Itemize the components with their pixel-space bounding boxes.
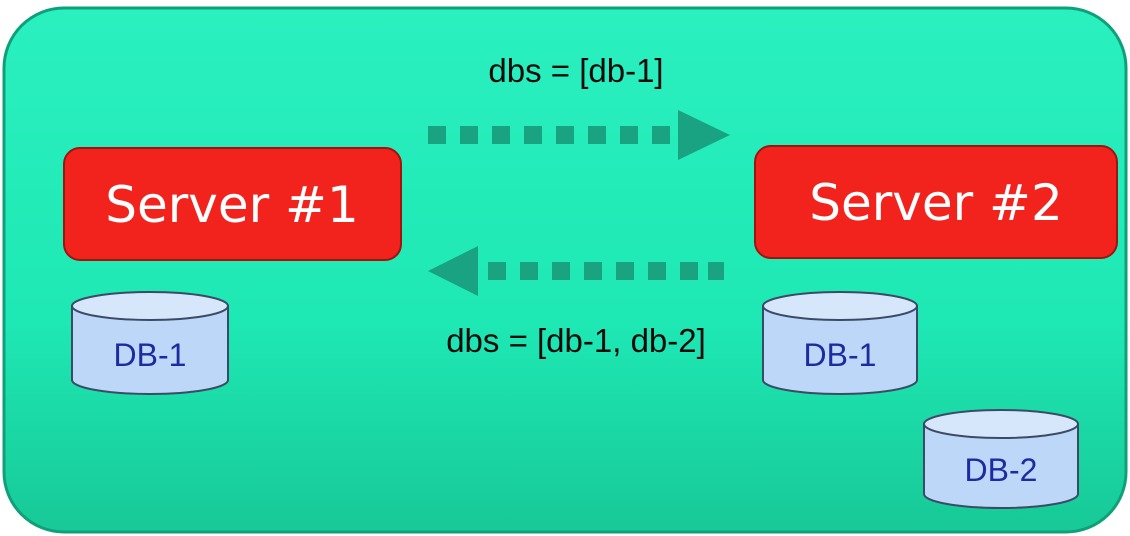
server-2-db-2: DB-2: [923, 409, 1079, 509]
message-to-server-1: dbs = [db-1, db-2]: [446, 322, 706, 359]
message-to-server-2: dbs = [db-1]: [488, 52, 663, 89]
server-1-db-1: DB-1: [71, 291, 229, 395]
database-cylinder-icon: [762, 291, 918, 395]
db-label: DB-1: [114, 337, 187, 373]
database-cylinder-icon: [923, 409, 1079, 509]
server-2-db-1: DB-1: [762, 291, 918, 395]
server-1-label: Server #1: [105, 176, 359, 234]
dotted-right-arrow-icon: [428, 110, 730, 160]
server-2-label: Server #2: [809, 174, 1063, 232]
db-label: DB-2: [965, 452, 1038, 488]
dotted-left-arrow-icon: [428, 246, 724, 296]
server-2: Server #2: [754, 145, 1118, 259]
db-label: DB-1: [804, 337, 877, 373]
server-1-box: [63, 147, 402, 261]
server-2-box: [754, 145, 1118, 259]
server-1: Server #1: [63, 147, 402, 261]
database-cylinder-icon: [71, 291, 229, 395]
